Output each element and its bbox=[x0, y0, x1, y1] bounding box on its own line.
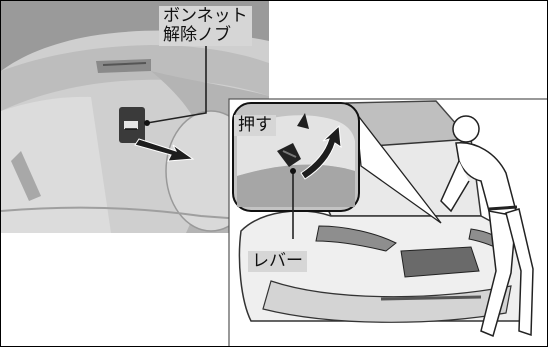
pull-direction-arrow bbox=[134, 138, 195, 162]
lever-leader-dot bbox=[290, 168, 296, 174]
push-label: 押す bbox=[234, 115, 276, 136]
hood-release-knob-label: ボンネット 解除ノブ bbox=[159, 6, 252, 46]
lever-label: レバー bbox=[248, 251, 307, 272]
knob-leader-dot bbox=[144, 120, 150, 126]
person-figure bbox=[440, 115, 534, 338]
knob-leader-line bbox=[146, 39, 207, 124]
